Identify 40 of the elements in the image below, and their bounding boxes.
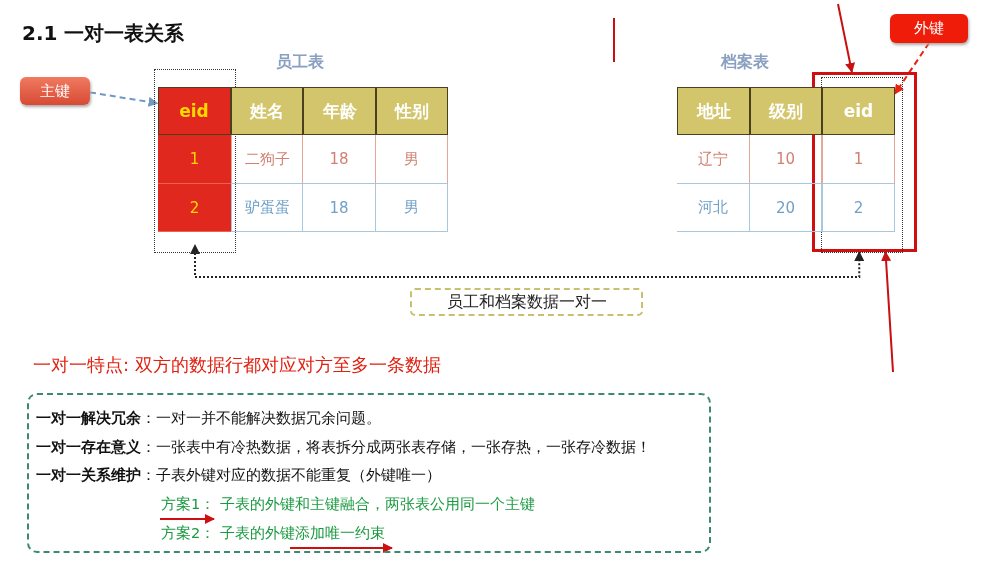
- arrow: [89, 91, 159, 107]
- plan-text: 方案1： 子表的外键和主键融合，两张表公用同一个主键: [161, 495, 535, 515]
- table-cell: 男: [376, 135, 448, 184]
- table-cell: 二狗子: [231, 135, 303, 184]
- note-text: 一对一存在意义：一张表中有冷热数据，将表拆分成两张表存储，一张存热，一张存冷数据！: [36, 437, 651, 457]
- arrow: [837, 3, 855, 73]
- column-frame: [821, 77, 903, 253]
- table-cell: 2: [822, 184, 895, 232]
- key-badge: 主键: [20, 77, 90, 105]
- note-box: 员工和档案数据一对一: [410, 288, 643, 316]
- table-cell: 驴蛋蛋: [231, 184, 303, 232]
- table-cell: 1: [158, 135, 231, 184]
- feature-text: 一对一特点: 双方的数据行都对应对方至多一条数据: [33, 353, 442, 377]
- table-cell: 1: [822, 135, 895, 184]
- header-cell: eid: [822, 86, 895, 135]
- table-cell: 18: [303, 135, 376, 184]
- header-cell: 级别: [750, 87, 822, 135]
- table-cell: 2: [158, 184, 231, 232]
- table-title: 员工表: [276, 50, 325, 73]
- header-cell: eid: [157, 86, 231, 135]
- table-cell: 男: [376, 184, 448, 232]
- table-title: 档案表: [721, 50, 770, 73]
- header-cell: 地址: [677, 87, 750, 135]
- header-cell: 年龄: [303, 87, 376, 135]
- table-cell: 10: [750, 135, 822, 184]
- note-text: 一对一关系维护：子表外键对应的数据不能重复（外键唯一）: [36, 466, 441, 486]
- table-cell: 18: [303, 184, 376, 232]
- notes-box: [27, 393, 711, 553]
- header-cell: 姓名: [231, 87, 303, 135]
- table-cell: 20: [750, 184, 822, 232]
- title: 2.1 一对一表关系: [22, 20, 185, 47]
- table-cell: 河北: [677, 184, 750, 232]
- plan-text: 方案2： 子表的外键添加唯一约束: [161, 523, 385, 543]
- header-cell: 性别: [376, 87, 448, 135]
- table-cell: 辽宁: [677, 135, 750, 184]
- key-badge: 外键: [890, 14, 968, 43]
- note-text: 一对一解决冗余：一对一并不能解决数据冗余问题。: [36, 409, 381, 428]
- arrow: [190, 244, 865, 278]
- arrow: [894, 42, 930, 95]
- arrow: [881, 251, 894, 373]
